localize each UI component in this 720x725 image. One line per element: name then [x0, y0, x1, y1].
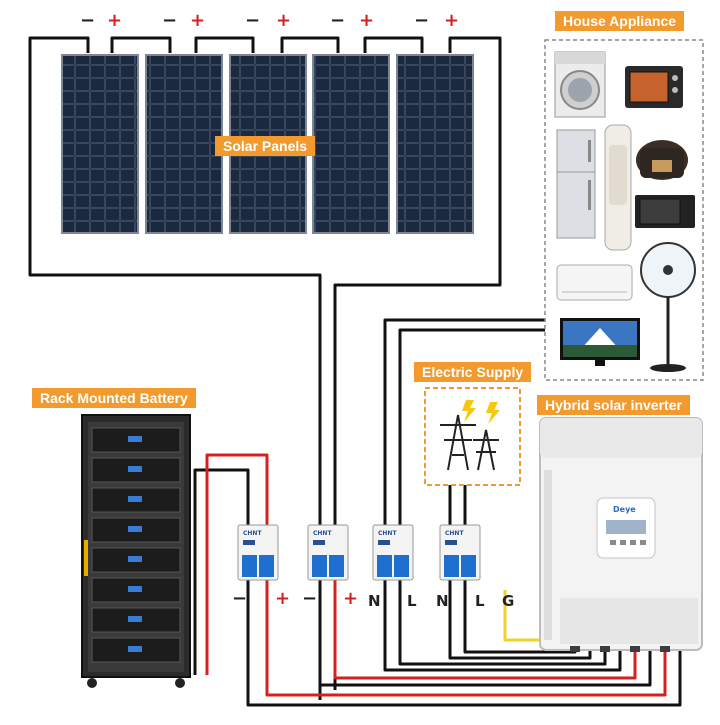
electric-supply-label: Electric Supply — [414, 362, 532, 382]
battery-modules — [91, 427, 181, 663]
pv-negative-wire — [28, 36, 322, 700]
inverter-ports — [570, 646, 670, 652]
oven-icon — [625, 66, 683, 108]
load-l-terminal: L — [407, 592, 417, 610]
transmission-tower-icon — [440, 414, 499, 471]
air-conditioner-tower-icon — [604, 124, 632, 251]
grid-n-terminal: N — [436, 592, 449, 610]
battery-plus-terminal: + — [275, 588, 291, 609]
rack-handle — [84, 540, 88, 576]
panel-1-plus: + — [107, 10, 123, 31]
microwave-icon — [635, 195, 695, 228]
load-n-terminal: N — [368, 592, 381, 610]
pv-positive-wire — [333, 36, 502, 690]
panel-5-plus: + — [444, 10, 460, 31]
breaker-brand-2: CHNT — [313, 530, 332, 537]
battery-negative-wire — [193, 468, 250, 675]
grid-l-terminal: L — [475, 592, 485, 610]
electric-supply-group — [424, 387, 521, 486]
stand-fan-icon — [640, 242, 696, 372]
panel-1-minus: − — [80, 10, 96, 31]
refrigerator-icon — [556, 129, 596, 239]
breaker-brand-4: CHNT — [445, 530, 464, 537]
breaker-pv — [307, 524, 349, 581]
panel-link-2 — [194, 36, 255, 53]
breaker-brand-1: CHNT — [243, 530, 262, 537]
hybrid-inverter — [539, 417, 703, 652]
hybrid-inverter-label: Hybrid solar inverter — [537, 395, 690, 415]
house-appliance-group — [544, 39, 704, 381]
breaker-grid — [439, 524, 481, 581]
breaker-battery — [237, 524, 279, 581]
load-wire-2 — [398, 328, 545, 525]
out-load-n — [383, 580, 622, 672]
out-battery-positive — [265, 580, 667, 697]
pv-plus-terminal: + — [343, 588, 359, 609]
rack-battery — [81, 414, 191, 688]
panel-link-1 — [110, 36, 172, 53]
battery-module-displays — [128, 436, 142, 652]
rice-cooker-icon — [636, 140, 688, 180]
panel-link-3 — [280, 36, 340, 53]
panel-4-minus: − — [330, 10, 346, 31]
out-pv-positive — [333, 580, 637, 680]
out-battery-negative — [246, 580, 682, 707]
rack-battery-label: Rack Mounted Battery — [32, 388, 196, 408]
house-appliance-label: House Appliance — [555, 11, 685, 31]
battery-minus-terminal: − — [232, 588, 248, 609]
panel-2-plus: + — [190, 10, 206, 31]
washing-machine-icon — [554, 51, 606, 118]
out-grid-n — [448, 580, 592, 660]
wires — [28, 36, 682, 707]
panel-5-minus: − — [414, 10, 430, 31]
solar-panel-4 — [312, 54, 390, 234]
panel-4-plus: + — [359, 10, 375, 31]
breakers — [237, 524, 481, 581]
out-pv-negative — [318, 580, 652, 687]
inverter-brand: Deye — [613, 505, 636, 514]
air-conditioner-wall-icon — [556, 264, 633, 301]
tv-icon — [560, 318, 640, 366]
solar-panel-1 — [61, 54, 139, 234]
pv-minus-terminal: − — [302, 588, 318, 609]
panel-link-4 — [363, 36, 424, 53]
lightning-icon — [462, 400, 500, 424]
breaker-load — [372, 524, 414, 581]
out-load-l — [398, 580, 607, 666]
panel-3-plus: + — [276, 10, 292, 31]
panel-2-minus: − — [162, 10, 178, 31]
panel-3-minus: − — [245, 10, 261, 31]
solar-panel-2 — [145, 54, 223, 234]
solar-panels-label: Solar Panels — [215, 136, 316, 156]
load-wire-1 — [383, 318, 545, 525]
breaker-brand-3: CHNT — [378, 530, 397, 537]
solar-panel-5 — [396, 54, 474, 234]
inverter-buttons — [610, 540, 646, 545]
battery-positive-wire — [205, 453, 269, 675]
ground-terminal: G — [502, 592, 515, 610]
